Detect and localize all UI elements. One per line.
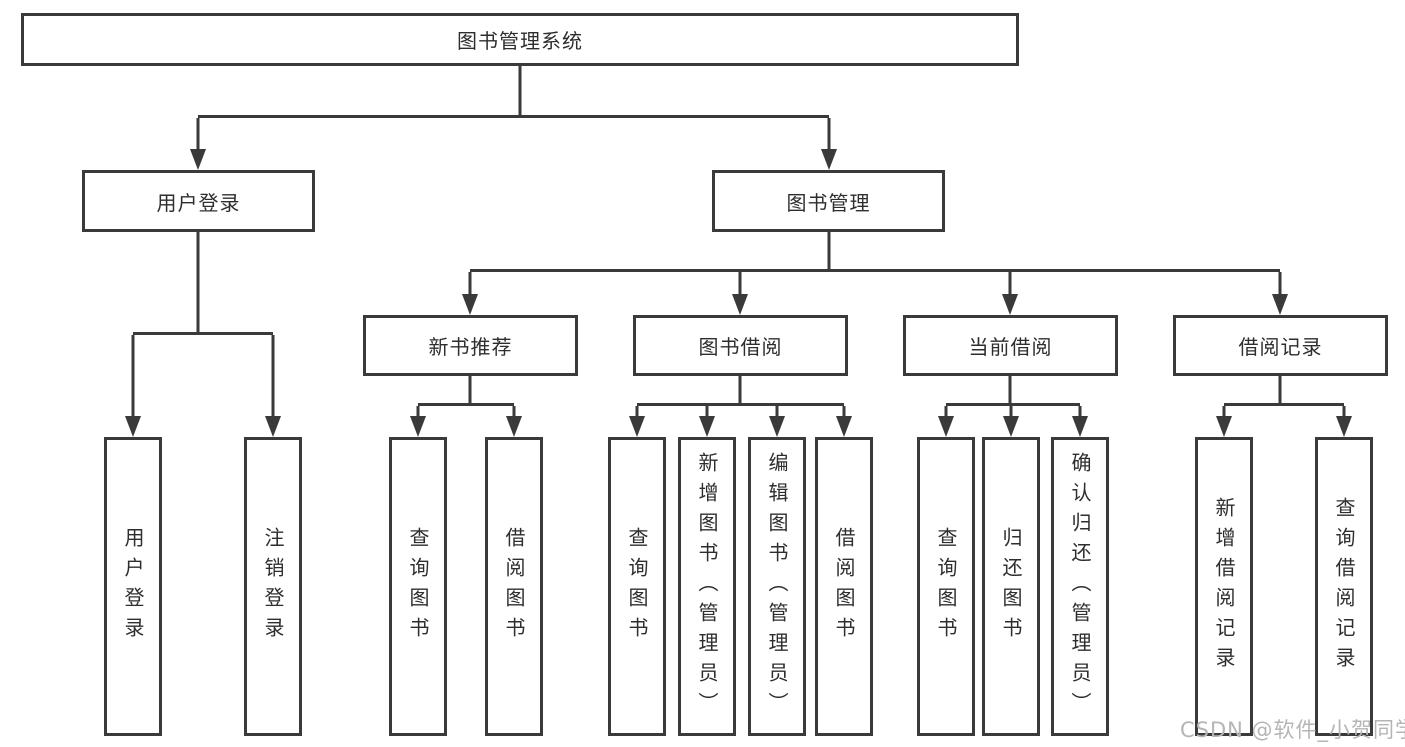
node-leaf-confirm-return-admin: 确认归还（管理员） [1051,437,1109,736]
node-new-book-recommendation: 新书推荐 [363,315,578,376]
node-leaf-return-books: 归还图书 [982,437,1040,736]
node-leaf-borrow-books-1: 借阅图书 [485,437,543,736]
node-book-management-branch: 图书管理 [712,170,945,232]
node-leaf-user-login: 用户登录 [104,437,162,736]
csdn-watermark: CSDN @软件_小贺同学 [1180,718,1405,742]
arrowhead-icons [125,149,1352,437]
node-library-management-system: 图书管理系统 [21,13,1019,66]
node-leaf-borrow-books-2: 借阅图书 [815,437,873,736]
node-user-login-branch: 用户登录 [82,170,315,232]
node-leaf-query-books-1: 查询图书 [389,437,447,736]
node-borrowing-records: 借阅记录 [1173,315,1388,376]
node-leaf-query-books-2: 查询图书 [608,437,666,736]
node-book-borrowing: 图书借阅 [633,315,848,376]
node-leaf-query-borrow-record: 查询借阅记录 [1315,437,1373,736]
node-current-borrowing: 当前借阅 [903,315,1118,376]
node-leaf-query-books-3: 查询图书 [917,437,975,736]
node-leaf-add-books-admin: 新增图书（管理员） [678,437,736,736]
node-leaf-add-borrow-record: 新增借阅记录 [1195,437,1253,736]
node-leaf-logout: 注销登录 [244,437,302,736]
node-leaf-edit-books-admin: 编辑图书（管理员） [748,437,806,736]
